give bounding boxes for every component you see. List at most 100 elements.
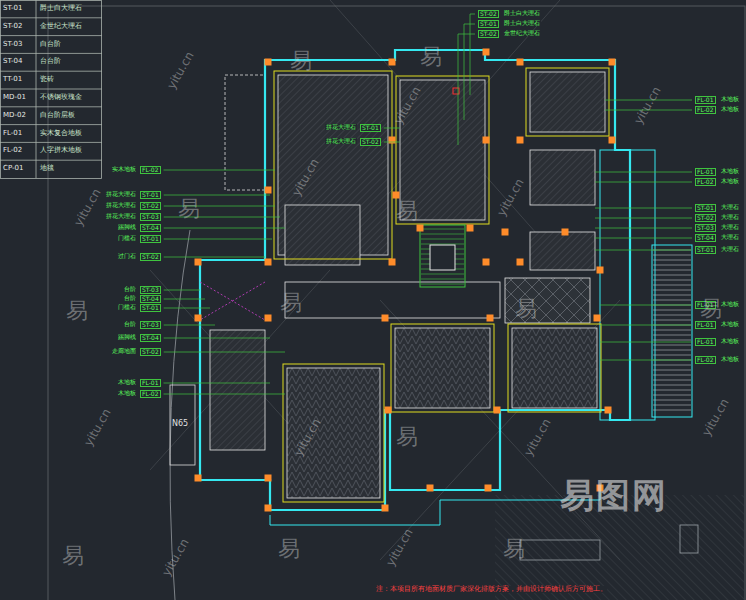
leader-line bbox=[595, 208, 692, 209]
material-code: ST-04 bbox=[3, 58, 23, 65]
material-tag: FL-01 bbox=[695, 321, 716, 329]
column bbox=[389, 59, 396, 66]
column bbox=[382, 315, 389, 322]
note-text: 注：本项目所有地面材质厂家深化排版方案，并由设计师确认后方可施工。 bbox=[376, 586, 607, 593]
material-tag: ST-02 bbox=[140, 253, 161, 261]
tread bbox=[653, 270, 691, 271]
callout-text: 拼花大理石 bbox=[105, 202, 137, 208]
leader-lines bbox=[164, 14, 693, 394]
tread bbox=[421, 284, 464, 285]
material-tag: ST-02 bbox=[478, 30, 499, 38]
callout-text: 木地板 bbox=[720, 338, 740, 344]
watermark: 易 bbox=[280, 292, 302, 314]
tread bbox=[653, 285, 691, 286]
material-tag: ST-02 bbox=[695, 214, 716, 222]
watermark-url: yitu.cn bbox=[495, 177, 526, 218]
leader-line bbox=[164, 299, 205, 300]
column bbox=[609, 137, 616, 144]
leader-line bbox=[600, 342, 692, 343]
material-tag: FL-01 bbox=[695, 338, 716, 346]
leader-line bbox=[164, 394, 286, 395]
column bbox=[494, 407, 501, 414]
column bbox=[594, 315, 601, 322]
leader-line bbox=[384, 142, 400, 143]
material-tag: ST-03 bbox=[695, 224, 716, 232]
material-name: 白台阶层板 bbox=[40, 112, 75, 119]
leader-line bbox=[164, 195, 270, 196]
callout-text: 爵士白大理石 bbox=[503, 10, 541, 16]
tread bbox=[653, 380, 691, 381]
watermark-url: yitu.cn bbox=[160, 537, 191, 578]
leader-line bbox=[164, 290, 200, 291]
watermark-url: yitu.cn bbox=[632, 85, 663, 126]
column bbox=[467, 225, 474, 232]
callout-text: 拼花大理石 bbox=[105, 213, 137, 219]
callout-text: 门槛石 bbox=[117, 235, 137, 241]
watermark: 易 bbox=[503, 538, 525, 560]
material-tag: ST-01 bbox=[140, 235, 161, 243]
leader-line bbox=[600, 360, 692, 361]
material-code: ST-03 bbox=[3, 41, 23, 48]
table-rule bbox=[0, 71, 102, 72]
column bbox=[265, 259, 272, 266]
material-tag: ST-03 bbox=[140, 321, 161, 329]
tread bbox=[653, 320, 691, 321]
tread bbox=[653, 335, 691, 336]
watermark: 易 bbox=[700, 298, 722, 320]
tread bbox=[653, 260, 691, 261]
tread bbox=[653, 290, 691, 291]
material-name: 不锈钢玫瑰金 bbox=[40, 94, 82, 101]
callout-text: 实木地板 bbox=[111, 166, 137, 172]
column bbox=[517, 137, 524, 144]
terrace bbox=[600, 150, 655, 420]
column bbox=[517, 59, 524, 66]
dashed-outline bbox=[225, 75, 265, 190]
tread bbox=[653, 410, 691, 411]
column bbox=[385, 407, 392, 414]
watermark: 易 bbox=[420, 46, 442, 68]
leader-line bbox=[458, 34, 475, 145]
material-tag: ST-04 bbox=[140, 295, 161, 303]
material-tag: ST-02 bbox=[140, 202, 161, 210]
tread bbox=[421, 274, 464, 275]
callout-text: 木地板 bbox=[720, 178, 740, 184]
material-tag: ST-01 bbox=[695, 204, 716, 212]
table-rule bbox=[0, 142, 102, 143]
table-rule bbox=[0, 106, 102, 107]
watermark-logo: 易图网 bbox=[560, 478, 668, 512]
stair-treads bbox=[421, 229, 464, 284]
leader-line bbox=[595, 250, 692, 251]
table-rule bbox=[0, 35, 102, 36]
material-tag: FL-01 bbox=[695, 168, 716, 176]
column bbox=[265, 315, 272, 322]
callout-text: 木地板 bbox=[720, 96, 740, 102]
column bbox=[605, 407, 612, 414]
material-name: 实木复合地板 bbox=[40, 130, 82, 137]
callout-text: 台阶 bbox=[123, 321, 137, 327]
side-box bbox=[170, 385, 195, 465]
material-name: 地毯 bbox=[40, 165, 54, 172]
table-rule bbox=[0, 17, 102, 18]
column bbox=[382, 505, 389, 512]
callout-text: 拼花大理石 bbox=[325, 124, 357, 130]
material-tag: ST-01 bbox=[140, 304, 161, 312]
material-tag: ST-03 bbox=[140, 213, 161, 221]
tread bbox=[653, 365, 691, 366]
tread bbox=[421, 234, 464, 235]
material-tag: ST-04 bbox=[695, 234, 716, 242]
tread bbox=[421, 239, 464, 240]
material-tag: FL-02 bbox=[140, 390, 161, 398]
tread bbox=[653, 355, 691, 356]
column bbox=[389, 259, 396, 266]
leader-line bbox=[595, 238, 692, 239]
watermark: 易 bbox=[396, 200, 418, 222]
column bbox=[393, 192, 400, 199]
material-tag: FL-02 bbox=[695, 178, 716, 186]
callout-text: 踢脚线 bbox=[117, 334, 137, 340]
leader-line bbox=[164, 257, 265, 258]
callout-text: 拼花大理石 bbox=[105, 191, 137, 197]
table-rule bbox=[0, 89, 102, 90]
material-code: MD-02 bbox=[3, 112, 26, 119]
watermark-url: yitu.cn bbox=[290, 157, 321, 198]
column bbox=[483, 49, 490, 56]
